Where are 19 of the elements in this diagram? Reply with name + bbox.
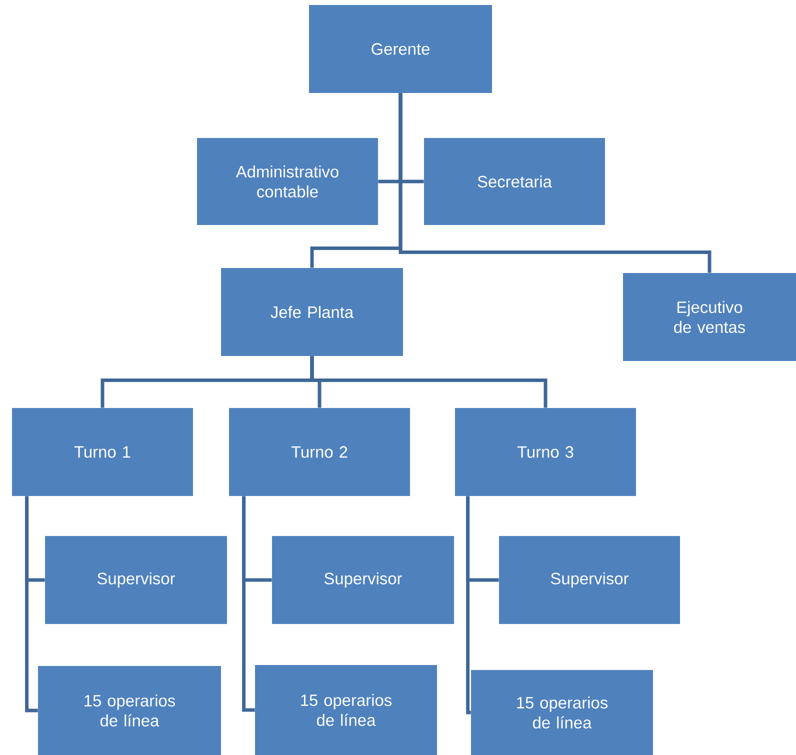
org-box: Turno 2 xyxy=(229,408,410,496)
connector-line xyxy=(242,496,255,712)
org-box: Turno 1 xyxy=(12,408,193,496)
connector-line xyxy=(398,93,712,273)
org-box: Gerente xyxy=(309,5,492,93)
org-box: Supervisor xyxy=(499,536,680,624)
org-box: Supervisor xyxy=(272,536,454,624)
org-box: Ejecutivo de ventas xyxy=(623,273,796,361)
org-box: Secretaria xyxy=(424,138,605,225)
connector-line xyxy=(310,356,548,408)
connector-line xyxy=(466,496,471,714)
org-box: 15 operarios de línea xyxy=(471,670,653,755)
org-box: Administrativo contable xyxy=(197,138,378,225)
org-box: Turno 3 xyxy=(455,408,636,496)
org-box: Supervisor xyxy=(45,536,227,624)
org-box: 15 operarios de línea xyxy=(255,665,437,755)
org-box: 15 operarios de línea xyxy=(38,666,221,755)
org-box: Jefe Planta xyxy=(221,268,403,356)
connector-line xyxy=(25,496,38,712)
